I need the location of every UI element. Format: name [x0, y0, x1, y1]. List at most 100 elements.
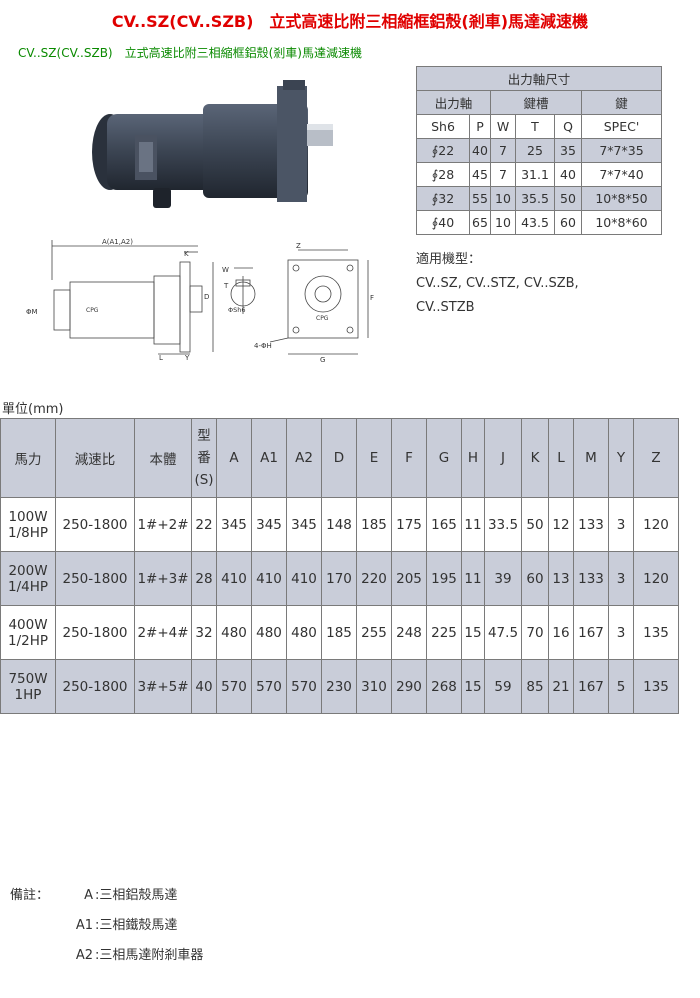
shaft-table-group-row: 出力軸 鍵槽 鍵	[416, 90, 662, 115]
header-y: Y	[608, 418, 634, 498]
cell: 28	[191, 551, 217, 606]
cell: 7*7*35	[581, 138, 662, 163]
cell: 167	[573, 605, 609, 660]
header-j: J	[484, 418, 522, 498]
cell: 250-1800	[55, 659, 135, 714]
unit-label: 單位(mm)	[2, 402, 64, 417]
dim-f-label: F	[370, 294, 374, 302]
applicable-models-line2: CV..STZB	[416, 300, 475, 315]
header-h: H	[461, 418, 485, 498]
cell: 100W 1/8HP	[0, 497, 56, 552]
cell: 5	[608, 659, 634, 714]
cell: 7	[490, 162, 516, 187]
cell: 170	[321, 551, 357, 606]
cell: 410	[216, 551, 252, 606]
header-a1: A1	[251, 418, 287, 498]
cell: 480	[251, 605, 287, 660]
cell: 135	[633, 605, 679, 660]
note-text: :三相鐵殼馬達	[95, 918, 178, 933]
page-title: CV..SZ(CV..SZB) 立式高速比附三相縮框鋁殼(剎車)馬達減速機	[111, 12, 589, 31]
shaft-table-title: 出力軸尺寸	[416, 66, 662, 91]
dim-y-label: Y	[184, 354, 190, 362]
gear-motor-photo	[92, 80, 333, 208]
cell: 205	[391, 551, 427, 606]
note-key: A1	[75, 918, 93, 933]
group-keyway: 鍵槽	[490, 90, 582, 115]
dimension-drawing: A(A1,A2) K L D ΦM Y W T ΦSh6 4-ΦH Z F G …	[26, 238, 374, 364]
cell: 13	[548, 551, 574, 606]
cell: 11	[461, 497, 485, 552]
cell: 255	[356, 605, 392, 660]
cell: 750W 1HP	[0, 659, 56, 714]
cell: 135	[633, 659, 679, 714]
spec-table: 馬力 減速比 本體 型番(S) A A1 A2 D E F G H J K L …	[0, 418, 679, 714]
cell: 12	[548, 497, 574, 552]
note-key: A2	[75, 948, 93, 963]
shaft-dimension-table: 出力軸尺寸 出力軸 鍵槽 鍵 Sh6 P W T Q SPEC' ∮22 40 …	[416, 66, 662, 235]
cell: 230	[321, 659, 357, 714]
cell: 3	[608, 497, 634, 552]
cell: 25	[515, 138, 555, 163]
cell: 570	[251, 659, 287, 714]
note-line: 備註： A:三相鋁殼馬達	[10, 884, 203, 914]
note-line: A1:三相鐵殼馬達	[10, 914, 203, 944]
cell: 21	[548, 659, 574, 714]
note-key: A	[84, 888, 93, 903]
cell: 133	[573, 497, 609, 552]
header-k: K	[521, 418, 549, 498]
header-e: E	[356, 418, 392, 498]
cell: 10	[490, 210, 516, 235]
table-row: 200W 1/4HP 250-1800 1#+3# 28 410 410 410…	[0, 551, 679, 606]
brand-logo-label-front: CPG	[316, 315, 329, 322]
cell: 250-1800	[55, 497, 135, 552]
header-a2: A2	[286, 418, 322, 498]
cell: 185	[321, 605, 357, 660]
cell: 2#+4#	[134, 605, 192, 660]
col-w: W	[490, 114, 516, 139]
cell: 1#+3#	[134, 551, 192, 606]
cell: ∮32	[416, 186, 470, 211]
header-type: 型番(S)	[191, 418, 217, 498]
cell: 40	[191, 659, 217, 714]
cell: 3	[608, 605, 634, 660]
cell: 185	[356, 497, 392, 552]
header-m: M	[573, 418, 609, 498]
note-line: A2:三相馬達附剎車器	[10, 944, 204, 974]
cell: 175	[391, 497, 427, 552]
cell: 120	[633, 497, 679, 552]
applicable-models-line1: CV..SZ, CV..STZ, CV..SZB,	[416, 276, 579, 291]
notes-label: 備註：	[10, 888, 50, 903]
dim-sh6-label: ΦSh6	[228, 306, 246, 314]
cell: 480	[216, 605, 252, 660]
cell: 40	[469, 138, 491, 163]
table-row: ∮22 40 7 25 35 7*7*35	[416, 138, 662, 163]
header-body: 本體	[134, 418, 192, 498]
note-text: :三相鋁殼馬達	[95, 888, 178, 903]
cell: 55	[469, 186, 491, 211]
header-l: L	[548, 418, 574, 498]
header-ratio: 減速比	[55, 418, 135, 498]
group-key: 鍵	[581, 90, 662, 115]
cell: 345	[286, 497, 322, 552]
cell: 480	[286, 605, 322, 660]
cell: 133	[573, 551, 609, 606]
cell: 11	[461, 551, 485, 606]
table-row: 100W 1/8HP 250-1800 1#+2# 22 345 345 345…	[0, 497, 679, 552]
dim-g-label: G	[320, 356, 325, 364]
col-sh6: Sh6	[416, 114, 470, 139]
cell: 410	[251, 551, 287, 606]
dim-z-label: Z	[296, 242, 301, 250]
cell: 10*8*60	[581, 210, 662, 235]
page-subtitle: CV..SZ(CV..SZB) 立式高速比附三相縮框鋁殼(剎車)馬達減速機	[18, 46, 362, 60]
header-d: D	[321, 418, 357, 498]
shaft-table-title-row: 出力軸尺寸	[416, 66, 662, 91]
cell: 35.5	[515, 186, 555, 211]
cell: ∮28	[416, 162, 470, 187]
cell: 250-1800	[55, 551, 135, 606]
note-text: :三相馬達附剎車器	[95, 948, 204, 963]
cell: 7	[490, 138, 516, 163]
table-row: ∮40 65 10 43.5 60 10*8*60	[416, 210, 662, 235]
cell: 345	[251, 497, 287, 552]
dim-k-label: K	[184, 250, 189, 258]
cell: ∮40	[416, 210, 470, 235]
